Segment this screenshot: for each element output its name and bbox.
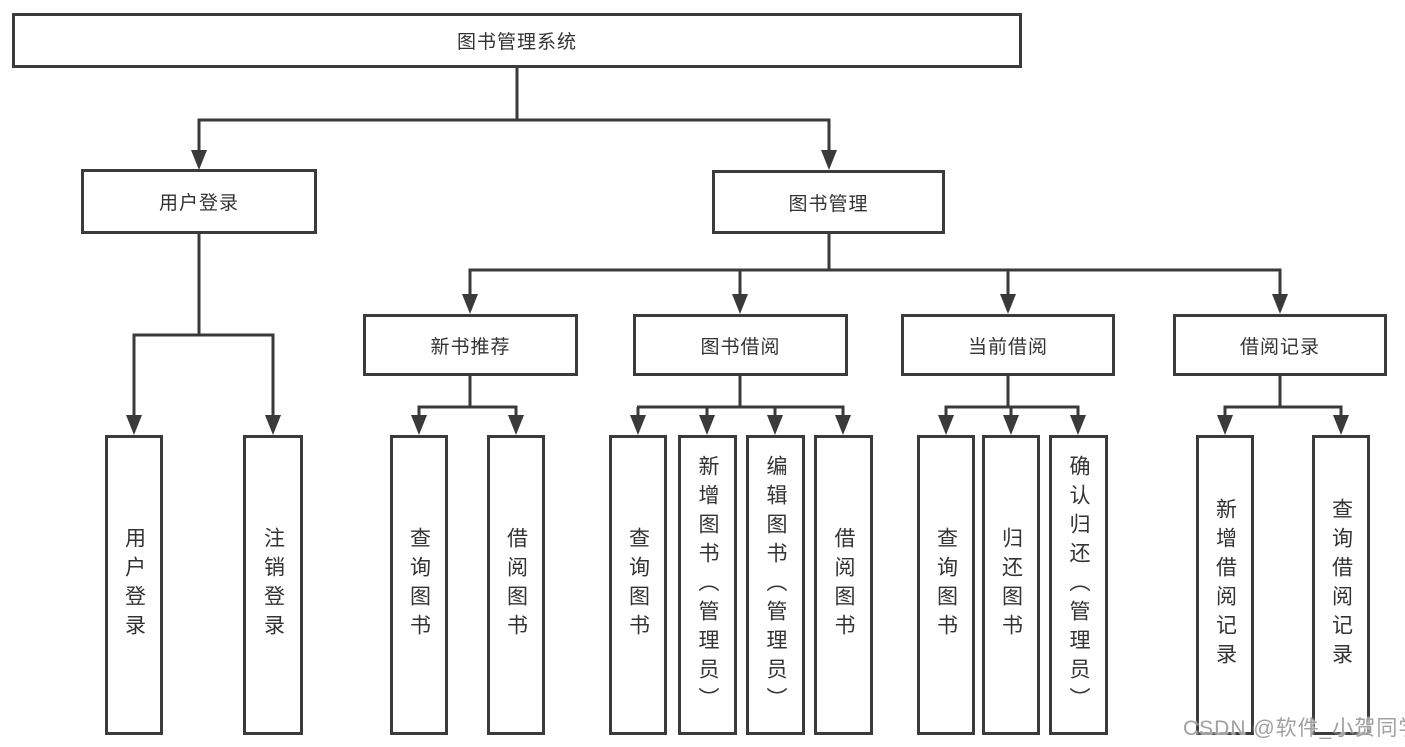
node-label: 图书借阅 [700,336,781,358]
leaf-query-books-current: 查询图书 [917,435,975,735]
node-book-borrowing: 图书借阅 [633,314,848,376]
node-label: 当前借阅 [967,336,1048,358]
node-label: 借阅图书 [832,527,855,643]
node-label: 借阅图书 [504,527,528,643]
leaf-query-books-recommend: 查询图书 [390,435,448,735]
leaf-edit-books-admin: 编辑图书（管理员） [746,435,805,735]
leaf-add-borrow-record: 新增借阅记录 [1196,435,1254,735]
node-label: 编辑图书（管理员） [764,454,787,716]
node-label: 确认归还（管理员） [1067,454,1090,716]
node-label: 新书推荐 [430,336,511,358]
node-label: 查询借阅记录 [1329,498,1353,672]
node-label: 查询图书 [934,527,958,643]
node-book-management: 图书管理 [712,170,945,234]
node-new-book-recommendation: 新书推荐 [363,314,578,376]
node-library-management-system: 图书管理系统 [12,13,1022,68]
node-user-login: 用户登录 [81,169,317,234]
node-label: 图书管理 [788,193,869,215]
node-label: 图书管理系统 [456,32,577,53]
leaf-borrow-books-recommend: 借阅图书 [487,435,545,735]
leaf-query-borrow-record: 查询借阅记录 [1312,435,1370,735]
node-label: 查询图书 [626,527,650,643]
node-label: 新增借阅记录 [1213,498,1237,672]
node-label: 借阅记录 [1239,336,1320,358]
leaf-logout: 注销登录 [243,435,303,735]
node-current-borrowing: 当前借阅 [901,314,1115,376]
node-label: 用户登录 [122,527,146,643]
leaf-confirm-return-admin: 确认归还（管理员） [1049,435,1108,735]
leaf-query-books-borrowing: 查询图书 [609,435,667,735]
leaf-borrow-books: 借阅图书 [814,435,873,735]
arrowheads [126,150,1349,435]
node-label: 用户登录 [158,193,239,214]
leaf-return-books: 归还图书 [982,435,1040,735]
node-label: 注销登录 [261,527,285,643]
leaf-add-books-admin: 新增图书（管理员） [678,435,737,735]
node-label: 新增图书（管理员） [696,454,719,716]
node-label: 查询图书 [407,527,431,643]
csdn-watermark: CSDN @软件_小贺同学 [1183,717,1405,740]
leaf-user-login: 用户登录 [105,435,163,735]
node-borrow-records: 借阅记录 [1173,314,1387,376]
node-label: 归还图书 [999,527,1023,643]
